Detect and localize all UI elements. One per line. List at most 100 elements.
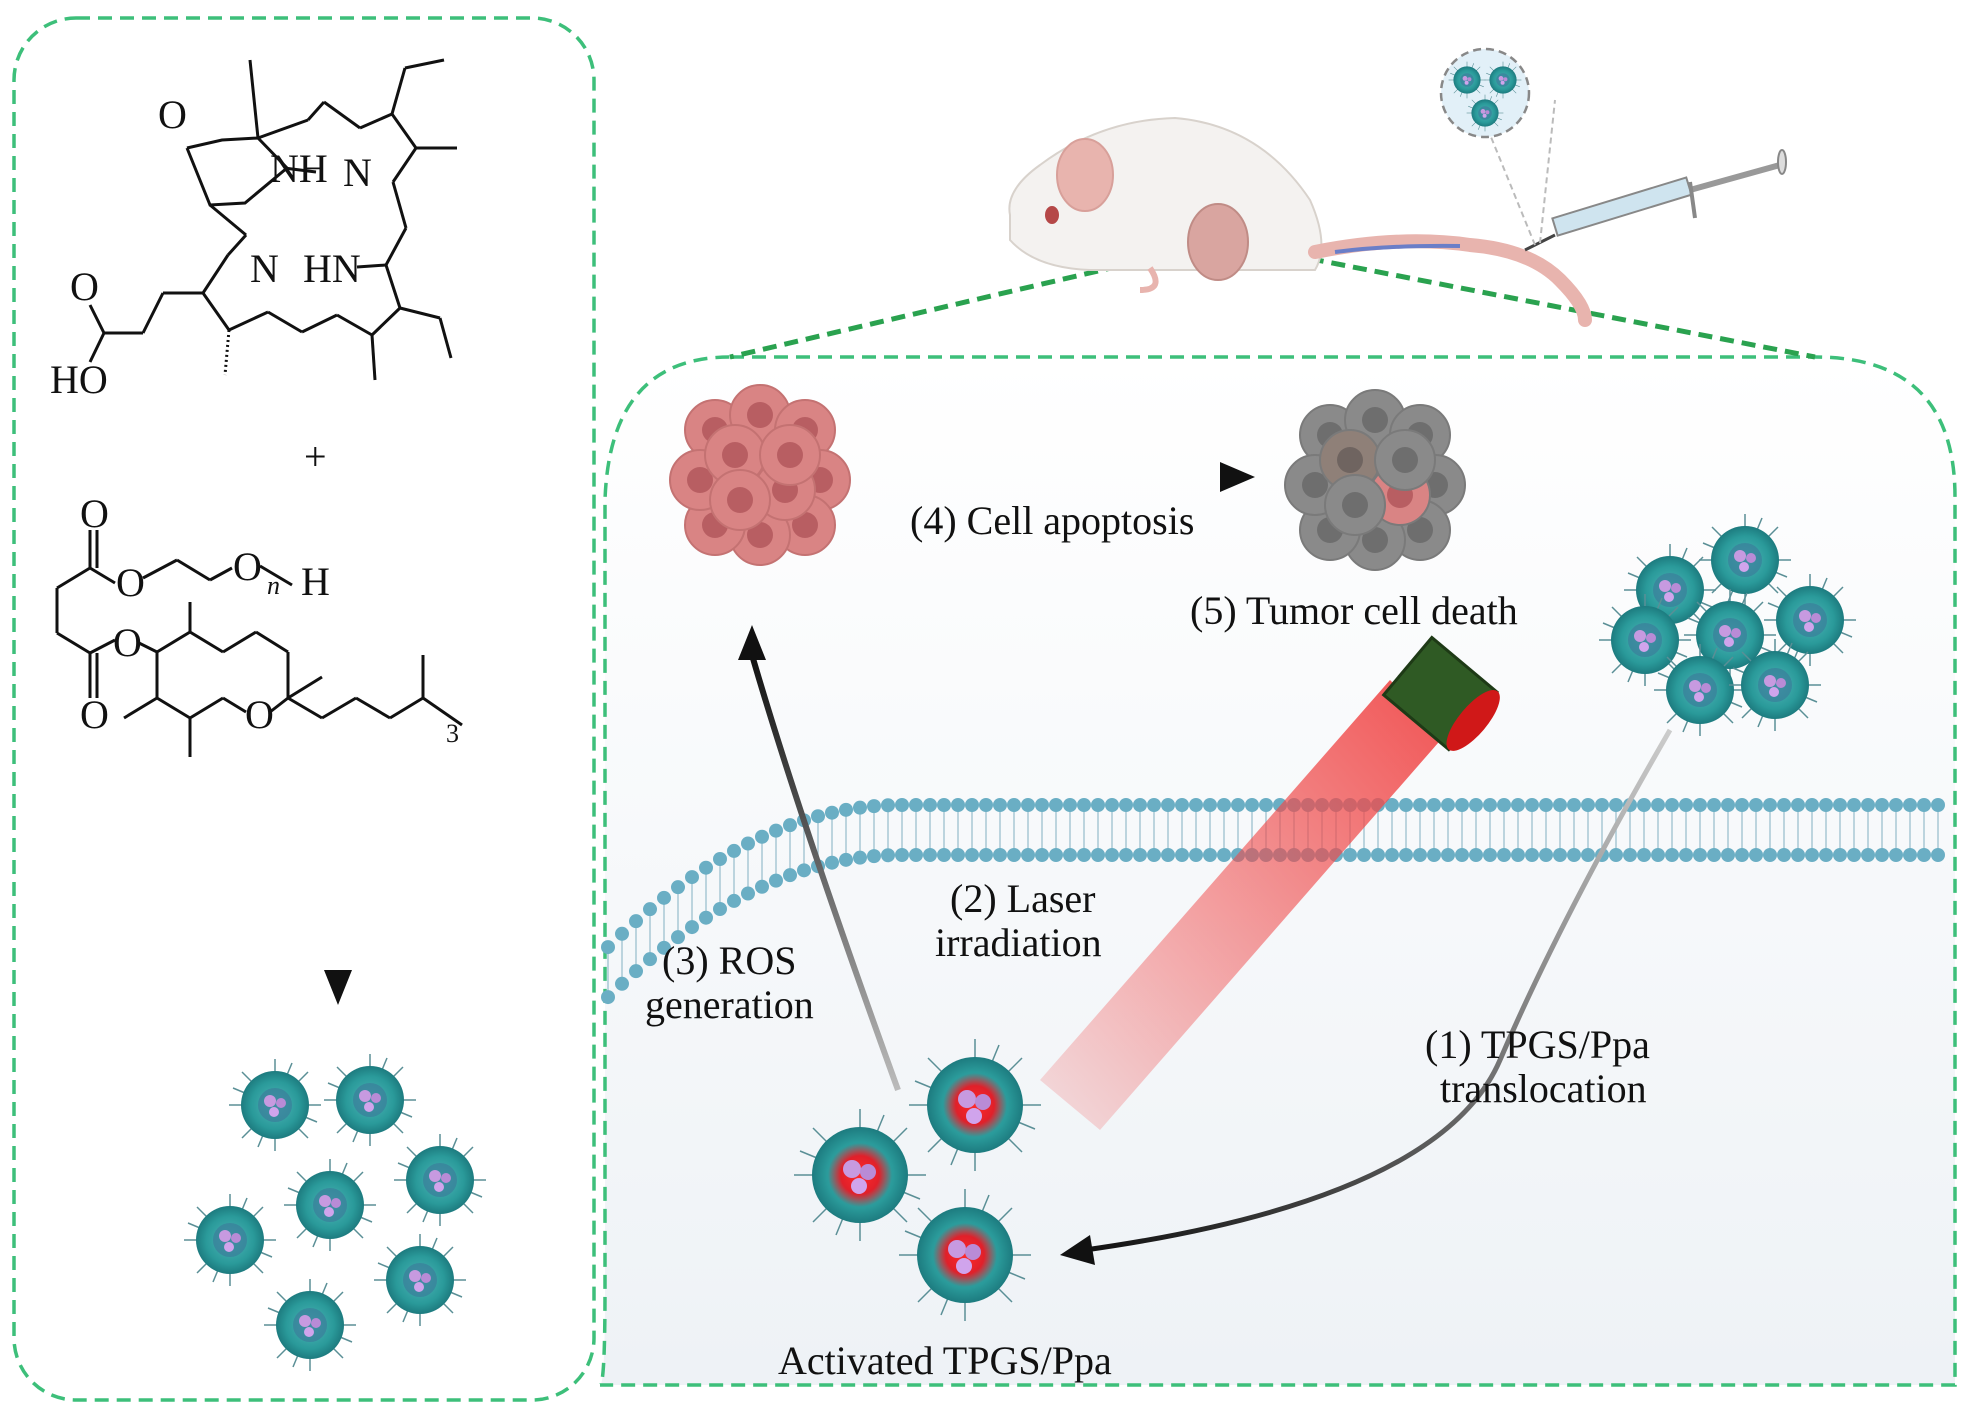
lipid-head — [937, 798, 951, 812]
ppa-molecule-structure — [88, 58, 457, 381]
cell-nucleus — [1362, 407, 1388, 433]
translocation-arrow — [1060, 728, 1673, 1265]
lipid-head — [1147, 848, 1161, 862]
label-cell-apoptosis: (4) Cell apoptosis — [910, 498, 1195, 543]
cell-nucleus — [1407, 517, 1433, 543]
lipid-head — [1525, 848, 1539, 862]
atom-label: NH — [270, 146, 328, 191]
nanoparticle — [228, 1058, 322, 1152]
tumor — [1187, 203, 1249, 281]
tpgs-ppa-nanoparticle-cluster — [183, 1053, 487, 1372]
lipid-head — [951, 848, 965, 862]
lipid-head — [1231, 798, 1245, 812]
lipid-head — [1553, 798, 1567, 812]
lipid-head — [713, 852, 727, 866]
lipid-head — [1497, 798, 1511, 812]
lipid-head — [1161, 798, 1175, 812]
lipid-head — [657, 940, 671, 955]
lipid-head — [1581, 798, 1595, 812]
lipid-head — [979, 798, 993, 812]
atom-label: O — [116, 560, 145, 605]
lipid-head — [1091, 848, 1105, 862]
nanoparticle — [183, 1193, 277, 1287]
lipid-head — [1469, 798, 1483, 812]
lipid-head — [1021, 798, 1035, 812]
lipid-head — [1777, 848, 1791, 862]
lipid-head — [727, 843, 741, 858]
lipid-head — [909, 848, 923, 862]
lipid-head — [1735, 798, 1749, 812]
mouse-with-tumor — [1008, 116, 1592, 327]
lipid-head — [1525, 798, 1539, 812]
left-panel-border — [12, 16, 596, 1402]
lipid-head — [1553, 848, 1567, 862]
lipid-head — [1903, 798, 1917, 812]
lipid-head — [1007, 798, 1021, 812]
nanoparticle — [1466, 94, 1504, 132]
dead-tumor-cluster — [1284, 389, 1466, 571]
lipid-head — [1749, 798, 1763, 812]
lipid-head — [1175, 798, 1189, 812]
cell-nucleus — [1337, 447, 1363, 473]
lipid-head — [909, 798, 923, 812]
lipid-head — [1623, 848, 1637, 862]
cell-nucleus — [727, 487, 753, 513]
lipid-head — [1595, 798, 1609, 812]
syringe — [1479, 99, 1787, 252]
lipid-head — [657, 890, 671, 905]
lipid-head — [839, 852, 853, 867]
lipid-head — [1819, 848, 1833, 862]
lipid-head — [769, 873, 783, 888]
label-ros-line1: (3) ROS — [662, 938, 797, 983]
lipid-head — [1175, 848, 1189, 862]
lipid-head — [1679, 848, 1693, 862]
plus-sign: + — [304, 434, 327, 479]
lipid-head — [1455, 848, 1469, 862]
lipid-head — [1217, 848, 1231, 862]
atom-label: H — [301, 559, 330, 604]
lipid-head — [1357, 848, 1371, 862]
lipid-head — [1399, 848, 1413, 862]
lipid-head — [853, 850, 867, 865]
lipid-head — [1581, 848, 1595, 862]
lipid-head — [1441, 848, 1455, 862]
lipid-head — [1203, 848, 1217, 862]
lipid-head — [1609, 798, 1623, 812]
lipid-head — [1371, 848, 1385, 862]
nanoparticle — [263, 1278, 357, 1372]
lipid-head — [1805, 848, 1819, 862]
lipid-head — [1721, 848, 1735, 862]
lipid-head — [1427, 798, 1441, 812]
lipid-head — [1833, 798, 1847, 812]
lipid-head — [1847, 798, 1861, 812]
nanoparticle — [1448, 61, 1486, 99]
nanoparticle — [373, 1233, 467, 1327]
lipid-head — [1917, 848, 1931, 862]
lipid-head — [993, 798, 1007, 812]
lipid-head — [769, 823, 783, 838]
lipid-head — [1455, 798, 1469, 812]
nanoparticle — [393, 1133, 487, 1227]
lipid-head — [1903, 848, 1917, 862]
lipid-head — [853, 800, 867, 815]
lipid-head — [1189, 798, 1203, 812]
live-tumor-cluster — [669, 384, 851, 566]
lipid-head — [1077, 848, 1091, 862]
label-activated-tpgs-ppa: Activated TPGS/Ppa — [778, 1338, 1112, 1383]
lipid-head — [1091, 798, 1105, 812]
lipid-head — [1343, 848, 1357, 862]
lipid-head — [1119, 798, 1133, 812]
lipid-head — [1161, 848, 1175, 862]
lipid-head — [923, 848, 937, 862]
lipid-head — [1063, 798, 1077, 812]
atom-label: O — [245, 692, 274, 737]
cell-nucleus — [722, 442, 748, 468]
lipid-head — [629, 964, 643, 979]
lipid-head — [1763, 798, 1777, 812]
nanoparticle — [1484, 61, 1522, 99]
lipid-head — [1483, 798, 1497, 812]
lipid-head — [1259, 798, 1273, 812]
atom-label: O — [233, 544, 262, 589]
lipid-head — [1049, 848, 1063, 862]
